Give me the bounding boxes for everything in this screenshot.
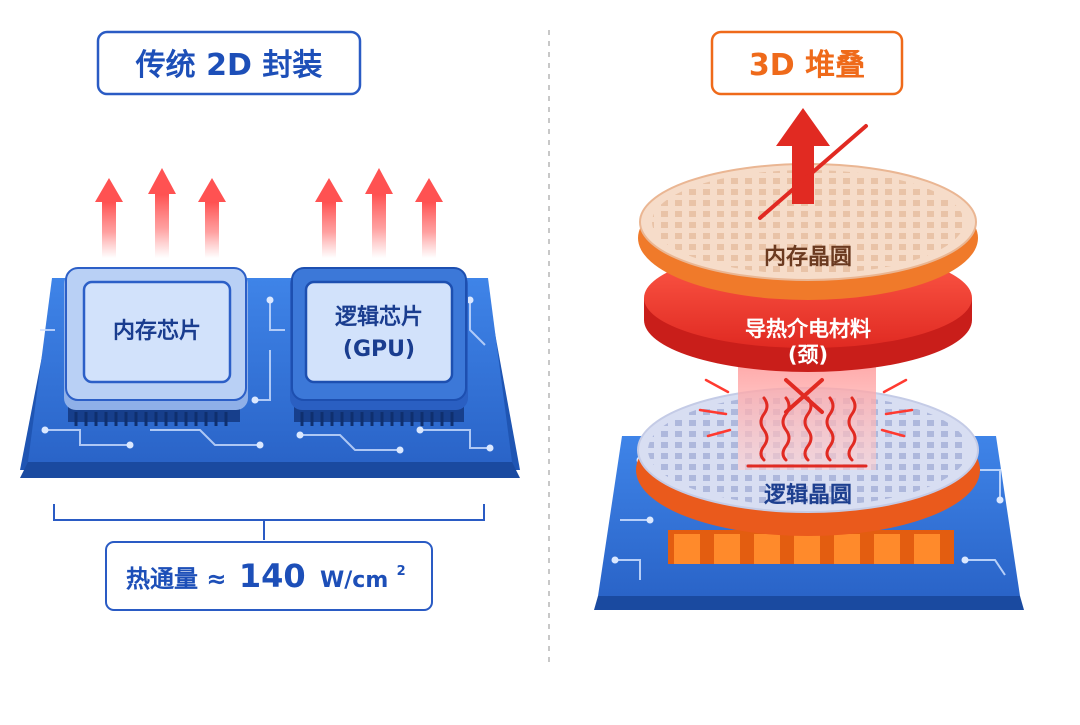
memory-wafer: 内存晶圆 [638, 163, 978, 300]
right-panel: 3D 堆叠 [594, 30, 1024, 610]
heat-radiation-lines [698, 378, 914, 438]
heat-flux-bracket [53, 504, 485, 540]
heat-arrows-left [95, 168, 443, 258]
title-3d-box: 3D 堆叠 [710, 30, 904, 96]
title-2d: 传统 2D 封装 [135, 48, 323, 83]
logic-chip-label-line2: (GPU) [343, 337, 415, 362]
memory-wafer-label: 内存晶圆 [764, 244, 852, 270]
heat-arrow-icon [365, 168, 393, 258]
heat-arrow-icon [95, 178, 123, 258]
blocked-x-icon [784, 378, 824, 414]
heat-flux-unit: W/cm [320, 568, 388, 593]
strike-through-line [758, 124, 868, 220]
heat-flux-box: 热通量 ≈ 140 W/cm 2 [105, 541, 433, 611]
title-2d-box: 传统 2D 封装 [96, 30, 362, 96]
heat-flux-unit-exponent: 2 [397, 564, 406, 579]
logic-chip: 逻辑芯片 (GPU) [290, 267, 468, 426]
blocked-heat-arrow [758, 108, 868, 220]
memory-chip: 内存芯片 [64, 267, 248, 426]
dielectric-label-line1: 导热介电材料 [745, 317, 871, 341]
heat-arrow-icon [415, 178, 443, 258]
heat-flux-value: 140 [239, 557, 306, 595]
logic-wafer-label: 逻辑晶圆 [764, 482, 852, 508]
heat-flux-prefix: 热通量 ≈ [126, 565, 226, 593]
dielectric-label-line2: (颈) [788, 343, 828, 367]
title-3d: 3D 堆叠 [749, 48, 865, 83]
heat-arrow-icon [148, 168, 176, 258]
heat-flux-text: 热通量 ≈ 140 W/cm 2 [126, 557, 406, 595]
logic-chip-label-line1: 逻辑芯片 [335, 304, 423, 330]
heat-arrow-icon [198, 178, 226, 258]
left-panel: 传统 2D 封装 [20, 30, 520, 611]
memory-chip-label: 内存芯片 [113, 318, 201, 344]
heat-arrow-icon [315, 178, 343, 258]
